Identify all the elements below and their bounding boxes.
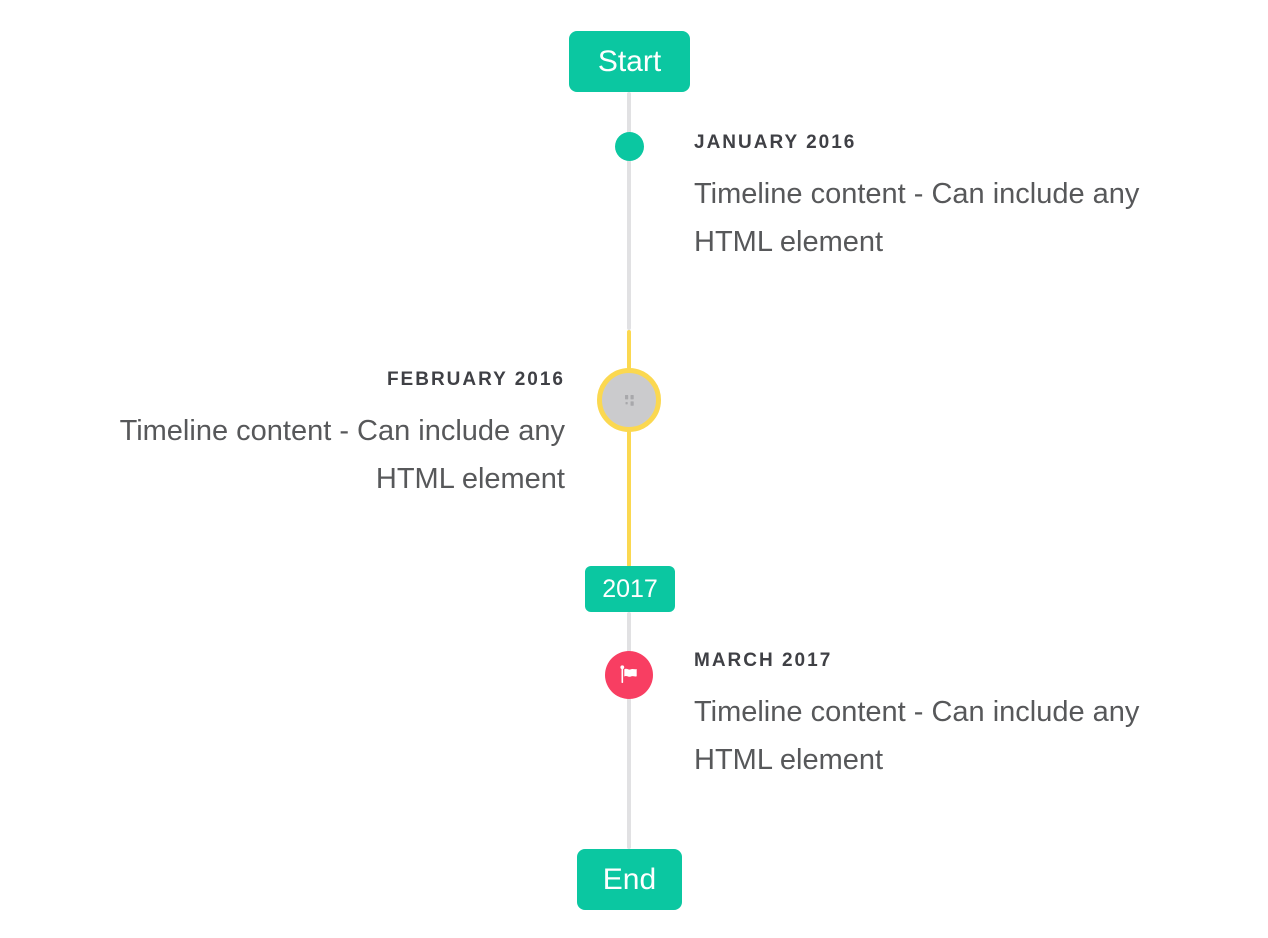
january-marker-dot[interactable] xyxy=(615,132,644,161)
february-marker-circle[interactable] xyxy=(597,368,661,432)
march-marker-circle[interactable] xyxy=(605,651,653,699)
timeline-item-january: JANUARY 2016 Timeline content - Can incl… xyxy=(694,132,1224,266)
timeline-start-badge[interactable]: Start xyxy=(569,31,690,92)
timeline-end-badge[interactable]: End xyxy=(577,849,682,910)
timeline-line-segment-bottom xyxy=(627,612,631,849)
timeline-line-segment-top xyxy=(627,92,631,330)
timeline-item-february: FEBRUARY 2016 Timeline content - Can inc… xyxy=(35,369,565,503)
item-title-february: FEBRUARY 2016 xyxy=(386,369,565,390)
item-title-march: MARCH 2017 xyxy=(694,650,833,671)
year-2017-badge[interactable]: 2017 xyxy=(585,566,675,612)
timeline-line-segment-highlighted xyxy=(627,330,631,567)
item-title-january: JANUARY 2016 xyxy=(694,132,857,153)
broken-image-icon xyxy=(624,394,634,406)
flag-icon xyxy=(620,665,637,683)
timeline-item-march: MARCH 2017 Timeline content - Can includ… xyxy=(694,650,1224,784)
